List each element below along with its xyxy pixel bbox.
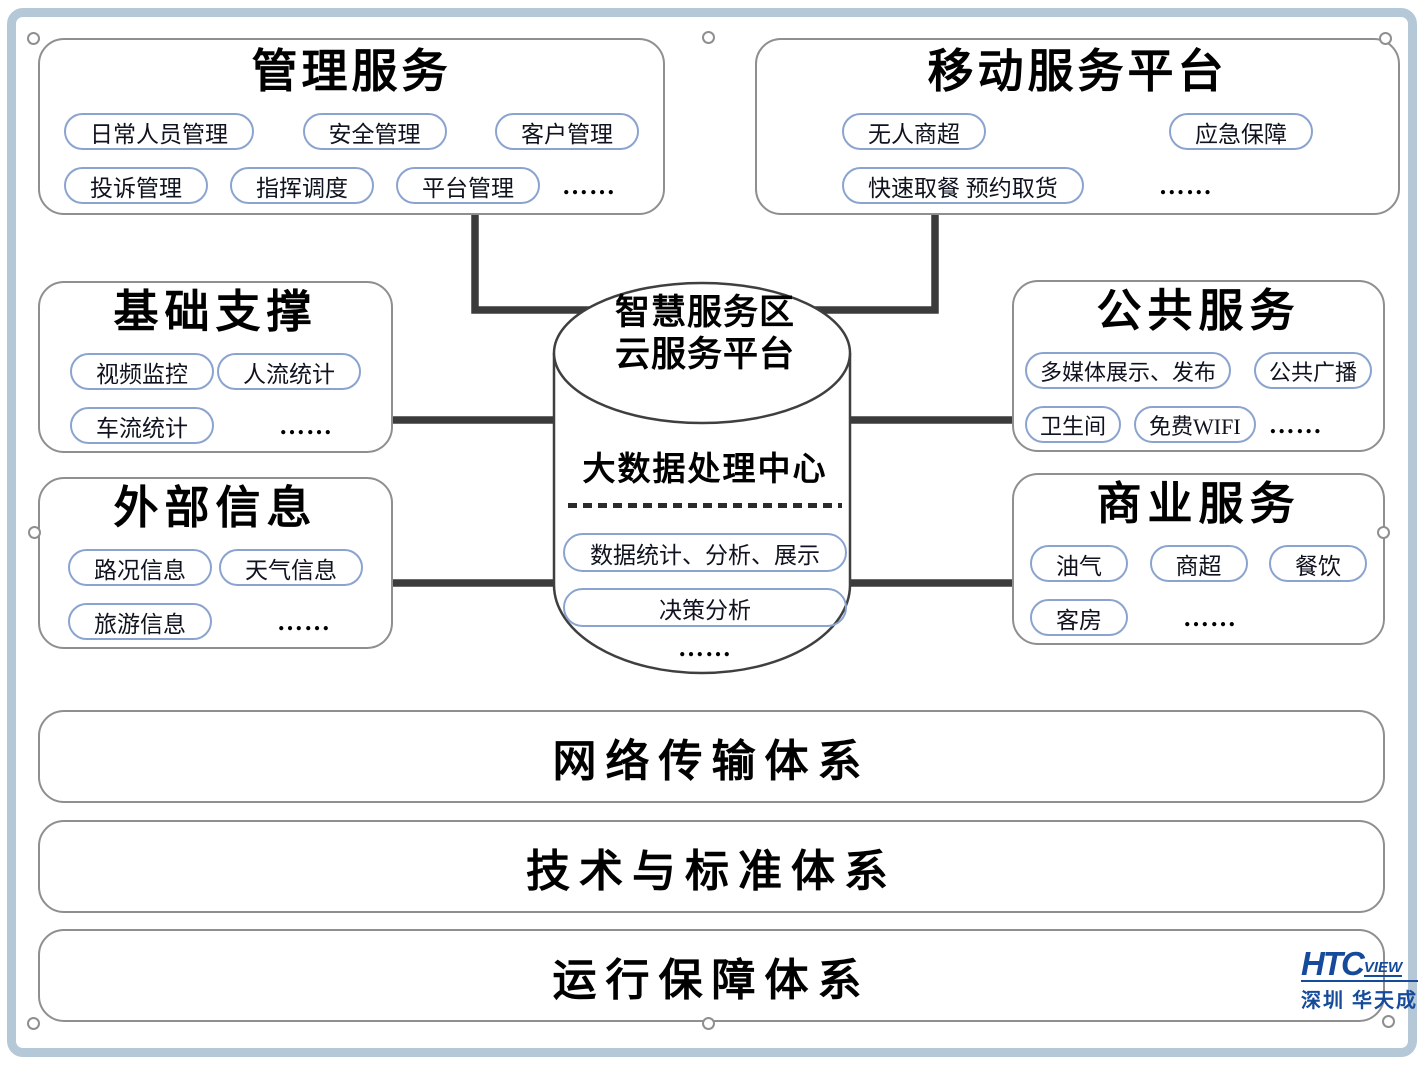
foundation-bar-network: 网络传输体系	[38, 710, 1385, 803]
bar-label: 网络传输体系	[552, 736, 871, 786]
bar-label: 运行保障体系	[552, 955, 871, 1005]
pill-row: 多媒体展示、发布公共广播	[1014, 352, 1383, 390]
connector-management-to-platform	[471, 211, 600, 314]
pill-row: 车流统计 ……	[40, 407, 391, 445]
logo-brand-text: HTC	[1301, 945, 1365, 983]
selection-handle	[1382, 1015, 1395, 1028]
feature-pill: 决策分析	[563, 588, 847, 627]
selection-handle	[1379, 32, 1392, 45]
pill-row: 路况信息天气信息	[40, 549, 391, 587]
feature-pill: 路况信息	[68, 549, 212, 587]
selection-handle	[1377, 526, 1390, 539]
ellipsis-dots: ……	[277, 606, 331, 636]
group-management-services: 管理服务 日常人员管理 安全管理 客户管理 投诉管理指挥调度平台管理 ……	[38, 38, 665, 215]
group-basic-support: 基础支撑 视频监控人流统计 车流统计 ……	[38, 281, 393, 453]
ellipsis-dots: ……	[1183, 602, 1237, 632]
group-title: 商业服务	[1096, 479, 1301, 529]
pill-row: 无人商超 应急保障	[757, 113, 1398, 151]
htcview-logo: HTC VIEW 深圳 华天成	[1301, 945, 1418, 1013]
feature-pill: 应急保障	[1169, 113, 1313, 151]
dashed-divider	[568, 503, 842, 508]
cylinder-shape	[552, 281, 852, 675]
group-external-information: 外部信息 路况信息天气信息 旅游信息 ……	[38, 477, 393, 649]
group-title: 公共服务	[1096, 286, 1301, 336]
feature-pill: 旅游信息	[68, 603, 212, 641]
pill-row: 旅游信息 ……	[40, 603, 391, 641]
big-data-center-label: 大数据处理中心	[582, 452, 828, 488]
platform-title: 智慧服务区 云服务平台	[540, 292, 870, 376]
feature-pill: 安全管理	[302, 113, 447, 151]
connector-mobile-to-platform	[804, 211, 939, 314]
feature-pill: 餐饮	[1269, 545, 1367, 583]
selection-handle	[702, 1017, 715, 1030]
feature-pill: 客房	[1030, 599, 1128, 637]
feature-pill: 免费WIFI	[1134, 406, 1256, 444]
bar-label: 技术与标准体系	[526, 846, 897, 896]
pill-row: 日常人员管理 安全管理 客户管理	[40, 113, 663, 151]
feature-pill: 公共广播	[1253, 352, 1372, 390]
feature-pill: 卫生间	[1025, 406, 1122, 444]
feature-pill: 视频监控	[70, 353, 214, 391]
group-title: 外部信息	[113, 483, 318, 533]
pill-row: 视频监控人流统计	[40, 353, 391, 391]
pill-row: 客房 ……	[1014, 599, 1383, 637]
feature-pill: 客户管理	[495, 113, 639, 151]
pill-row: 油气商超餐饮	[1014, 545, 1383, 583]
feature-pill: 日常人员管理	[64, 113, 254, 151]
platform-title-line2: 云服务平台	[614, 335, 795, 375]
feature-pill: 数据统计、分析、展示	[563, 533, 847, 572]
ellipsis-dots: ……	[1158, 170, 1213, 200]
feature-pill: 油气	[1030, 545, 1128, 583]
ellipsis-dots: ……	[562, 170, 616, 200]
ellipsis-dots: ……	[678, 633, 732, 662]
pill-row: 快速取餐 预约取货 ……	[757, 167, 1398, 205]
feature-pill: 车流统计	[70, 407, 214, 445]
logo-brand-suffix: VIEW	[1363, 958, 1403, 977]
feature-pill: 人流统计	[217, 353, 361, 391]
group-mobile-service-platform: 移动服务平台 无人商超 应急保障 快速取餐 预约取货 ……	[755, 38, 1400, 215]
feature-pill: 平台管理	[396, 167, 540, 205]
pill-row: 卫生间免费WIFI ……	[1014, 406, 1383, 444]
group-public-services: 公共服务 多媒体展示、发布公共广播 卫生间免费WIFI ……	[1012, 280, 1385, 452]
central-platform-cylinder: 智慧服务区 云服务平台 大数据处理中心 数据统计、分析、展示 决策分析 ……	[540, 270, 870, 682]
selection-handle	[702, 31, 715, 44]
logo-subtitle: 深圳 华天成	[1301, 990, 1418, 1012]
feature-pill: 天气信息	[219, 549, 363, 587]
foundation-bar-operations: 运行保障体系	[38, 929, 1385, 1022]
feature-pill: 商超	[1149, 545, 1248, 583]
platform-title-line1: 智慧服务区	[614, 293, 795, 333]
group-title: 基础支撑	[113, 287, 318, 337]
group-title: 管理服务	[251, 46, 452, 97]
selection-handle	[27, 32, 40, 45]
selection-handle	[27, 1017, 40, 1030]
feature-pill: 无人商超	[842, 113, 986, 151]
feature-pill: 指挥调度	[230, 167, 374, 205]
feature-pill: 投诉管理	[64, 167, 208, 205]
pill-row: 投诉管理指挥调度平台管理 ……	[40, 167, 663, 205]
selection-handle	[28, 526, 41, 539]
logo-brand: HTC VIEW	[1301, 945, 1418, 983]
foundation-bar-standards: 技术与标准体系	[38, 820, 1385, 913]
group-title: 移动服务平台	[927, 46, 1228, 97]
feature-pill: 快速取餐 预约取货	[842, 167, 1084, 205]
ellipsis-dots: ……	[1268, 409, 1323, 439]
group-business-services: 商业服务 油气商超餐饮 客房 ……	[1012, 473, 1385, 645]
feature-pill: 多媒体展示、发布	[1025, 352, 1232, 390]
ellipsis-dots: ……	[279, 410, 333, 440]
